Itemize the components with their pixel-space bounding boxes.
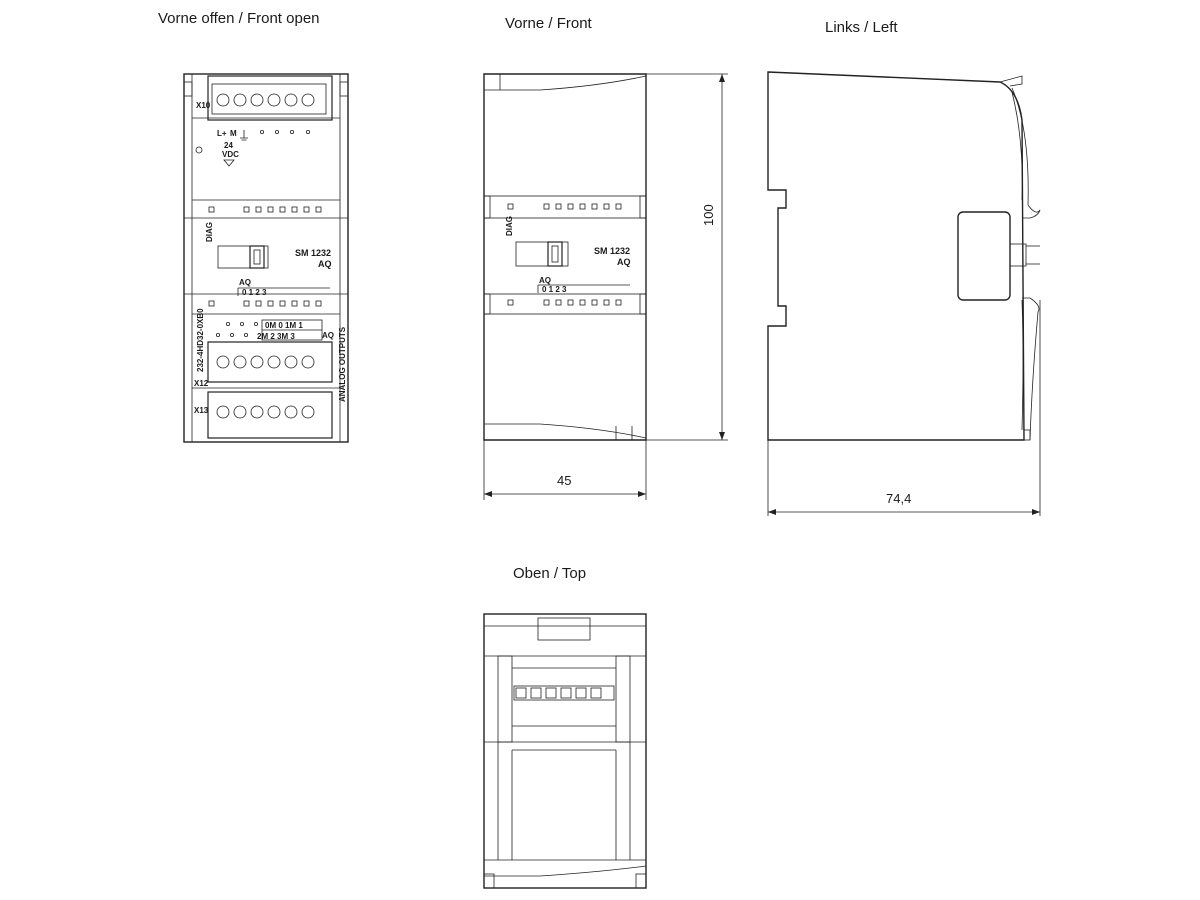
left-outline	[767, 71, 1025, 441]
front-type-label: AQ	[617, 257, 631, 267]
depth-dim-value: 74,4	[886, 491, 911, 506]
terminal-row-2: 2M 2 3M 3	[257, 332, 295, 341]
height-dim-value: 100	[701, 204, 716, 226]
front-title: Vorne / Front	[505, 15, 593, 32]
left-view: 74,4	[767, 71, 1041, 516]
top-view	[483, 613, 647, 889]
analog-outputs-label: ANALOG OUTPUTS	[338, 326, 347, 402]
terminal-row-1: 0M 0 1M 1	[265, 321, 303, 330]
output-leds	[243, 300, 322, 307]
ground-icon	[240, 130, 248, 141]
power-l-label: L+	[217, 129, 227, 138]
power-m-label: M	[230, 129, 237, 138]
part-number: 232-4HD32-0XB0	[196, 308, 205, 372]
x10-terminals	[216, 93, 315, 107]
top-outline	[483, 613, 647, 889]
power-voltage: 24	[224, 141, 233, 150]
top-terminal-block	[513, 685, 615, 701]
model-label: SM 1232	[295, 248, 331, 258]
connector-x13	[207, 391, 333, 439]
aq-small-label: AQ	[322, 331, 334, 340]
width-dim-value: 45	[557, 473, 571, 488]
front-model-label: SM 1232	[594, 246, 630, 256]
left-connector-window	[957, 211, 1011, 301]
front-diag-label: DIAG	[505, 216, 514, 236]
type-label: AQ	[318, 259, 332, 269]
power-vdc: VDC	[222, 150, 239, 159]
left-title: Links / Left	[825, 19, 898, 36]
x10-label: X10	[196, 101, 211, 110]
front-output-leds	[543, 299, 622, 306]
status-leds	[243, 206, 322, 213]
front-open-title: Vorne offen / Front open	[158, 10, 320, 27]
diag-label: DIAG	[205, 222, 214, 242]
front-aq-channels: 0 1 2 3	[542, 285, 567, 294]
front-view: DIAG SM 1232 AQ AQ 0 1 2 3 100 45	[483, 73, 728, 500]
dip-switch	[217, 245, 269, 269]
aq-channels: 0 1 2 3	[242, 288, 267, 297]
x13-terminals	[216, 405, 315, 419]
aq-label: AQ	[239, 278, 251, 287]
front-dip-switch	[515, 241, 569, 267]
x13-label: X13	[194, 406, 209, 415]
connector-x12	[207, 341, 333, 383]
x12-terminals	[216, 355, 315, 369]
front-open-outline	[183, 73, 349, 443]
x12-label: X12	[194, 379, 209, 388]
top-title: Oben / Top	[513, 565, 586, 582]
front-open-view: X10 L+ M 24 VDC DIAG SM 1232 AQ AQ 0 1 2…	[183, 73, 349, 443]
front-aq-label: AQ	[539, 276, 551, 285]
front-status-leds	[543, 203, 622, 210]
power-arrow-icon	[223, 159, 235, 167]
